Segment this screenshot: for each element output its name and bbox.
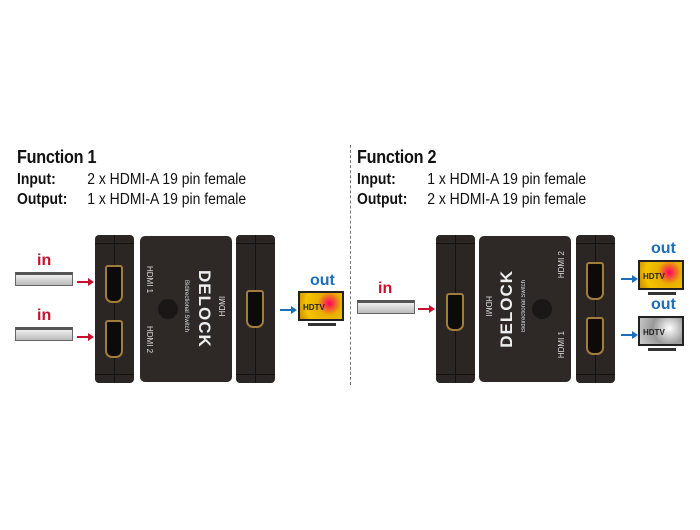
- in-label: in: [37, 307, 52, 324]
- switch-label: Bidirectional Switch: [183, 280, 189, 333]
- arrow-right-icon: [280, 306, 297, 314]
- function2-input: Input: 1 x HDMI-A 19 pin female: [357, 171, 586, 189]
- out-label: out: [310, 272, 335, 289]
- tv-icon: HDTV: [298, 291, 344, 329]
- switch-button: [158, 299, 178, 319]
- section-divider: [350, 145, 351, 385]
- out-label: out: [651, 296, 676, 313]
- source-device-icon: [15, 272, 73, 286]
- hdmi1-label: HDMI 1: [557, 331, 566, 359]
- output-value: 2 x HDMI-A 19 pin female: [427, 191, 587, 208]
- hdmi2-label: HDMI 2: [145, 326, 154, 354]
- hdmi-switch: HDMI 1 HDMI 2 Bidirectional Switch DELOC…: [140, 236, 232, 382]
- output-label: Output:: [357, 191, 408, 208]
- output-port-side: [576, 235, 615, 383]
- hdmi-port: [105, 320, 123, 358]
- arrow-right-icon: [621, 331, 638, 339]
- function1-output: Output: 1 x HDMI-A 19 pin female: [17, 191, 246, 209]
- input-value: 2 x HDMI-A 19 pin female: [87, 171, 247, 188]
- delock-logo: DELOCK: [195, 270, 214, 348]
- source-device-icon: [15, 327, 73, 341]
- hdmi-port: [586, 262, 604, 300]
- input-label: Input:: [17, 171, 56, 188]
- output-value: 1 x HDMI-A 19 pin female: [87, 191, 247, 208]
- hdtv-label: HDTV: [638, 316, 684, 346]
- source-device-icon: [357, 300, 415, 314]
- in-label: in: [37, 252, 52, 269]
- input-port-side: [95, 235, 134, 383]
- output-label: Output:: [17, 191, 68, 208]
- hdmi-switch: HDMI DELOCK Bidirectional Switch HDMI 2 …: [479, 236, 571, 382]
- in-label: in: [378, 280, 393, 297]
- arrow-right-icon: [418, 305, 435, 313]
- out-label: out: [651, 240, 676, 257]
- input-port-side: [436, 235, 475, 383]
- function2-title: Function 2: [357, 147, 437, 167]
- delock-logo: DELOCK: [497, 270, 516, 348]
- hdmi-port: [586, 317, 604, 355]
- arrow-right-icon: [621, 275, 638, 283]
- hdtv-label: HDTV: [298, 291, 344, 321]
- tv-icon: HDTV: [638, 260, 684, 298]
- function2-output: Output: 2 x HDMI-A 19 pin female: [357, 191, 586, 209]
- hdtv-label: HDTV: [638, 260, 684, 290]
- function1-input: Input: 2 x HDMI-A 19 pin female: [17, 171, 246, 189]
- hdmi-port: [105, 265, 123, 303]
- function1-title: Function 1: [17, 147, 97, 167]
- switch-button: [532, 299, 552, 319]
- arrow-right-icon: [77, 333, 94, 341]
- hdmi-port: [246, 290, 264, 328]
- arrow-right-icon: [77, 278, 94, 286]
- switch-label: Bidirectional Switch: [521, 280, 527, 333]
- hdmi1-label: HDMI 1: [145, 266, 154, 294]
- input-label: Input:: [357, 171, 396, 188]
- hdmi-label: HDMI: [218, 296, 227, 317]
- output-port-side: [236, 235, 275, 383]
- hdmi2-label: HDMI 2: [557, 251, 566, 279]
- input-value: 1 x HDMI-A 19 pin female: [427, 171, 587, 188]
- hdmi-label: HDMI: [484, 296, 493, 317]
- hdmi-port: [446, 293, 464, 331]
- tv-icon: HDTV: [638, 316, 684, 354]
